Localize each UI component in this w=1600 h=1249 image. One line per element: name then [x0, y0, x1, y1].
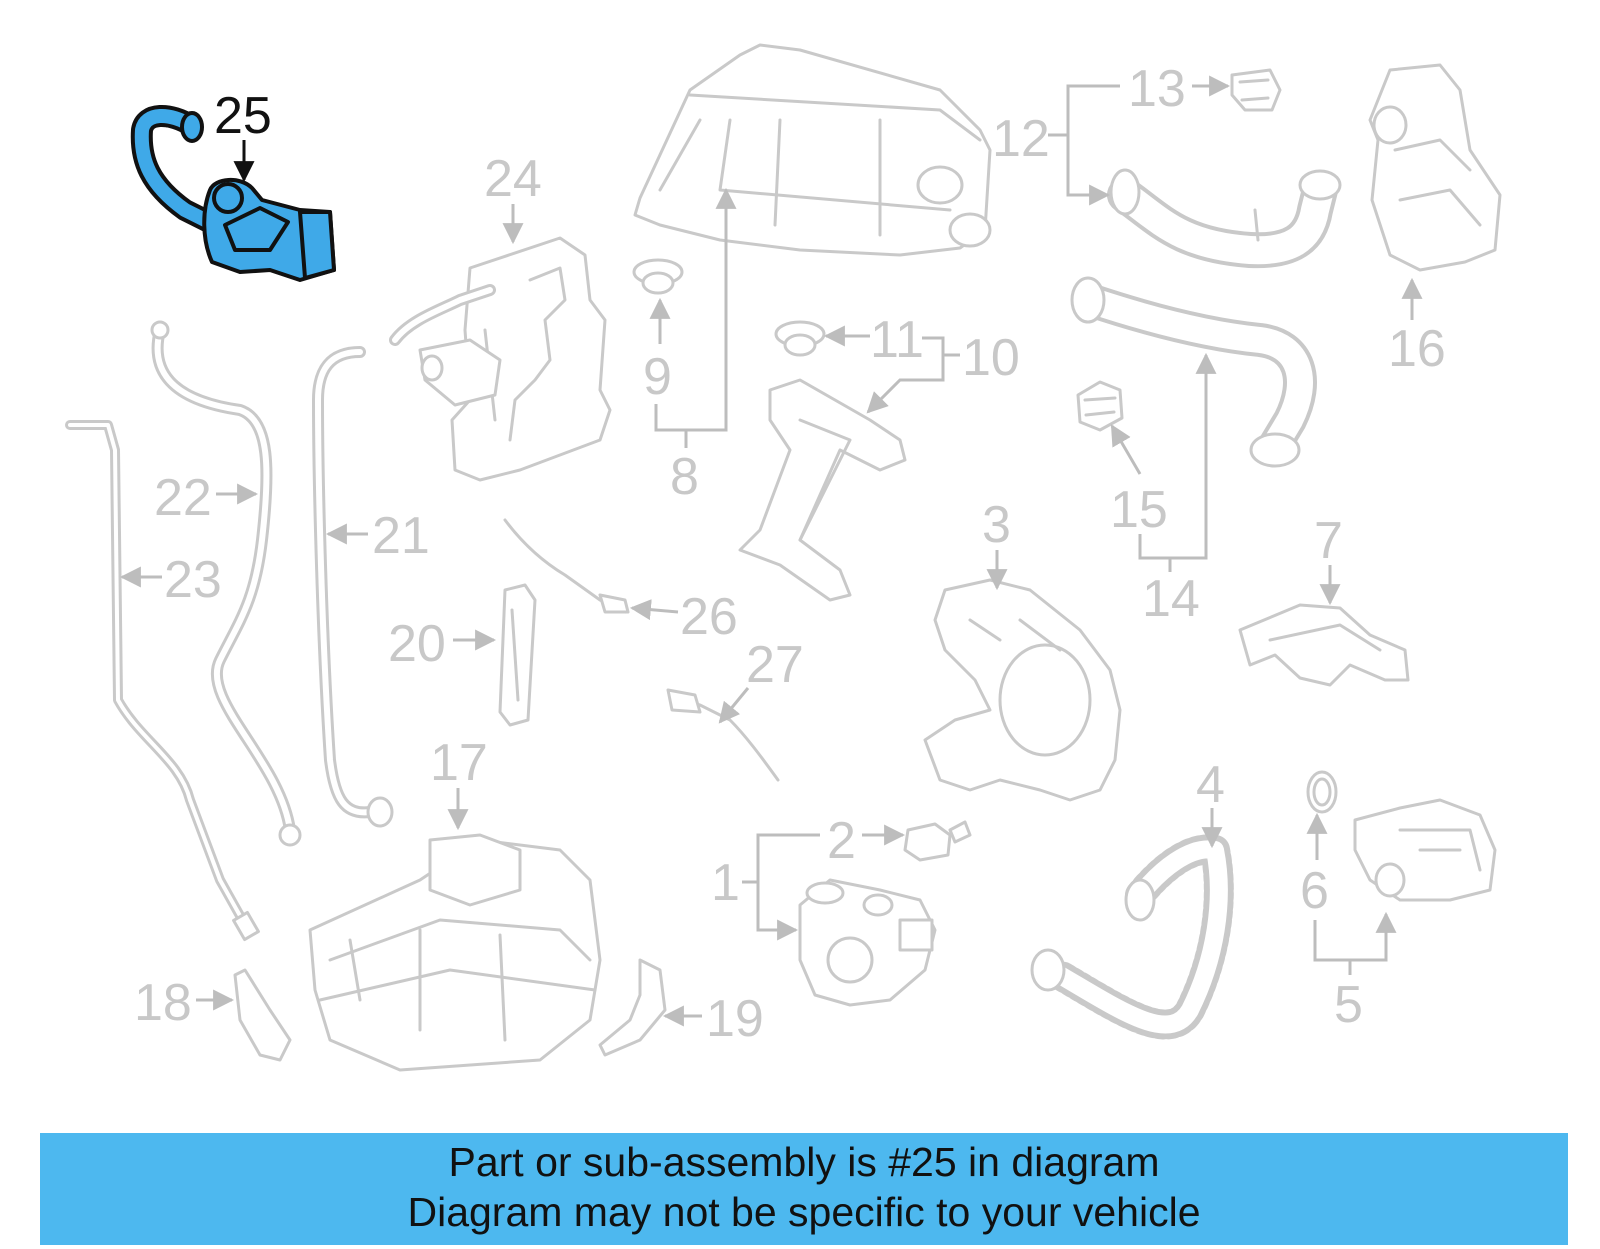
- part-27-sensor[interactable]: [666, 688, 780, 782]
- callout-26[interactable]: 26: [680, 588, 738, 646]
- part-2-sensor[interactable]: [903, 820, 972, 862]
- part-11-grommet[interactable]: [774, 320, 826, 357]
- callout-12[interactable]: 12: [992, 110, 1050, 168]
- callout-1[interactable]: 1: [711, 854, 740, 912]
- callout-4[interactable]: 4: [1196, 756, 1225, 814]
- callout-19[interactable]: 19: [706, 990, 764, 1048]
- callout-20[interactable]: 20: [388, 615, 446, 673]
- part-7-bracket[interactable]: [1238, 603, 1410, 687]
- callout-14[interactable]: 14: [1142, 570, 1200, 628]
- notice-banner: Part or sub-assembly is #25 in diagram D…: [40, 1133, 1568, 1245]
- part-21-line[interactable]: [312, 346, 394, 828]
- part-10-bracket[interactable]: [738, 378, 907, 602]
- part-24-valve-bracket[interactable]: [389, 236, 612, 482]
- part-12-hose[interactable]: [1107, 168, 1342, 269]
- callout-17[interactable]: 17: [430, 734, 488, 792]
- callout-10[interactable]: 10: [962, 329, 1020, 387]
- part-9-grommet[interactable]: [632, 258, 684, 295]
- part-23-line[interactable]: [65, 420, 260, 942]
- callout-21[interactable]: 21: [372, 507, 430, 565]
- part-26-sensor[interactable]: [503, 518, 630, 614]
- callout-16[interactable]: 16: [1388, 320, 1446, 378]
- callout-24[interactable]: 24: [484, 150, 542, 208]
- part-13-clamp[interactable]: [1230, 68, 1282, 112]
- callout-15[interactable]: 15: [1110, 481, 1168, 539]
- part-20-bracket[interactable]: [498, 583, 537, 727]
- callout-6[interactable]: 6: [1300, 862, 1329, 920]
- callout-27[interactable]: 27: [746, 636, 804, 694]
- callout-3[interactable]: 3: [982, 496, 1011, 554]
- callout-5[interactable]: 5: [1334, 976, 1363, 1034]
- callout-13[interactable]: 13: [1128, 60, 1186, 118]
- part-16-manifold[interactable]: [1368, 63, 1502, 272]
- part-22-line[interactable]: [150, 320, 302, 847]
- callout-7[interactable]: 7: [1314, 512, 1343, 570]
- part-1-pump[interactable]: [798, 878, 937, 1007]
- callout-2[interactable]: 2: [827, 812, 856, 870]
- callout-9[interactable]: 9: [643, 348, 672, 406]
- part-6-o-ring[interactable]: [1306, 770, 1338, 814]
- callout-8[interactable]: 8: [670, 448, 699, 506]
- part-17-filter-housing[interactable]: [308, 833, 602, 1072]
- callout-23[interactable]: 23: [164, 551, 222, 609]
- part-18-bracket[interactable]: [233, 968, 292, 1062]
- callout-11[interactable]: 11: [870, 311, 924, 369]
- banner-line-2: Diagram may not be specific to your vehi…: [407, 1189, 1201, 1235]
- part-3-cover-plate[interactable]: [923, 578, 1122, 802]
- part-19-bracket[interactable]: [598, 958, 667, 1057]
- callout-25[interactable]: 25: [214, 87, 272, 145]
- part-5-valve[interactable]: [1353, 798, 1497, 902]
- part-14-hose[interactable]: [1070, 276, 1317, 468]
- part-25-highlighted[interactable]: [130, 104, 336, 282]
- leader-lines: [119, 75, 1423, 1027]
- banner-line-1: Part or sub-assembly is #25 in diagram: [448, 1139, 1160, 1185]
- callout-labels: 25 24 9 8 11 10 12 13 16 15 14 7 3 4 6 5…: [134, 60, 1446, 1048]
- part-15-clamp[interactable]: [1076, 380, 1124, 432]
- callout-18[interactable]: 18: [134, 974, 192, 1032]
- part-4-corrugated-hose[interactable]: [1030, 834, 1234, 1040]
- callout-22[interactable]: 22: [154, 469, 212, 527]
- part-8-intake-resonator[interactable]: [633, 43, 992, 257]
